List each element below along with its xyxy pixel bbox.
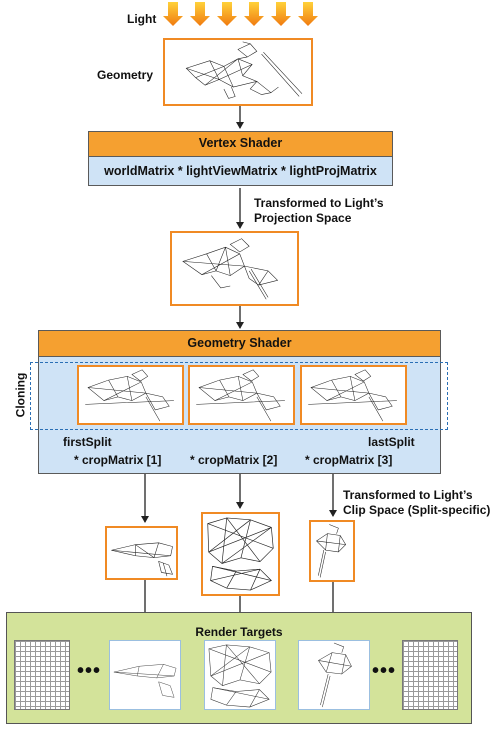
light-label: Light [127,12,157,26]
transform1-label-line2: Projection Space [254,211,352,225]
split-frame-2 [201,512,280,596]
transform2-label-line2: Clip Space (Split-specific) [343,503,491,517]
light-rays [163,2,318,26]
clone-frame-1 [77,365,184,425]
render-target-3 [298,640,370,710]
crop-matrix-1-label: * cropMatrix [1] [74,453,162,467]
first-split-label: firstSplit [63,435,112,449]
transform2-label-line1: Transformed to Light’s [343,488,473,502]
ellipsis-right: ••• [372,660,397,682]
render-target-grid-left [14,640,70,710]
vertex-shader-body: worldMatrix * lightViewMatrix * lightPro… [88,156,393,186]
last-split-label: lastSplit [368,435,415,449]
wireframe-character-icon [185,41,303,99]
geometry-label: Geometry [97,68,154,82]
wireframe-render-icon [113,664,177,698]
render-target-grid-right [402,640,458,710]
wireframe-split-icon [111,542,173,577]
geometry-shader-title: Geometry Shader [187,336,292,350]
render-target-1 [109,640,181,710]
vertex-shader-formula: worldMatrix * lightViewMatrix * lightPro… [104,164,377,178]
wireframe-split-icon [316,524,347,578]
cloning-region [30,362,448,430]
wireframe-clone-icon [196,369,285,422]
geometry-frame [163,38,313,106]
cloning-label: Cloning [13,372,28,418]
wireframe-clone-icon [85,369,174,422]
transform1-label-line1: Transformed to Light’s [254,196,384,210]
render-targets-title: Render Targets [195,625,283,639]
split-frame-1 [105,526,178,580]
wireframe-render-icon [208,644,272,708]
wireframe-projected-icon [182,238,279,300]
wireframe-split-icon [207,517,274,591]
projected-geometry-frame [170,231,299,306]
vertex-shader-title: Vertex Shader [198,136,283,150]
vertex-shader-header: Vertex Shader [88,131,393,157]
clone-frame-2 [188,365,295,425]
wireframe-clone-icon [308,369,397,422]
ellipsis-left: ••• [77,660,102,682]
geometry-shader-header: Geometry Shader [38,330,441,357]
crop-matrix-2-label: * cropMatrix [2] [190,453,278,467]
wireframe-render-icon [318,642,352,708]
render-target-2 [204,640,276,710]
clone-frame-3 [300,365,407,425]
crop-matrix-3-label: * cropMatrix [3] [305,453,393,467]
split-frame-3 [309,520,355,582]
